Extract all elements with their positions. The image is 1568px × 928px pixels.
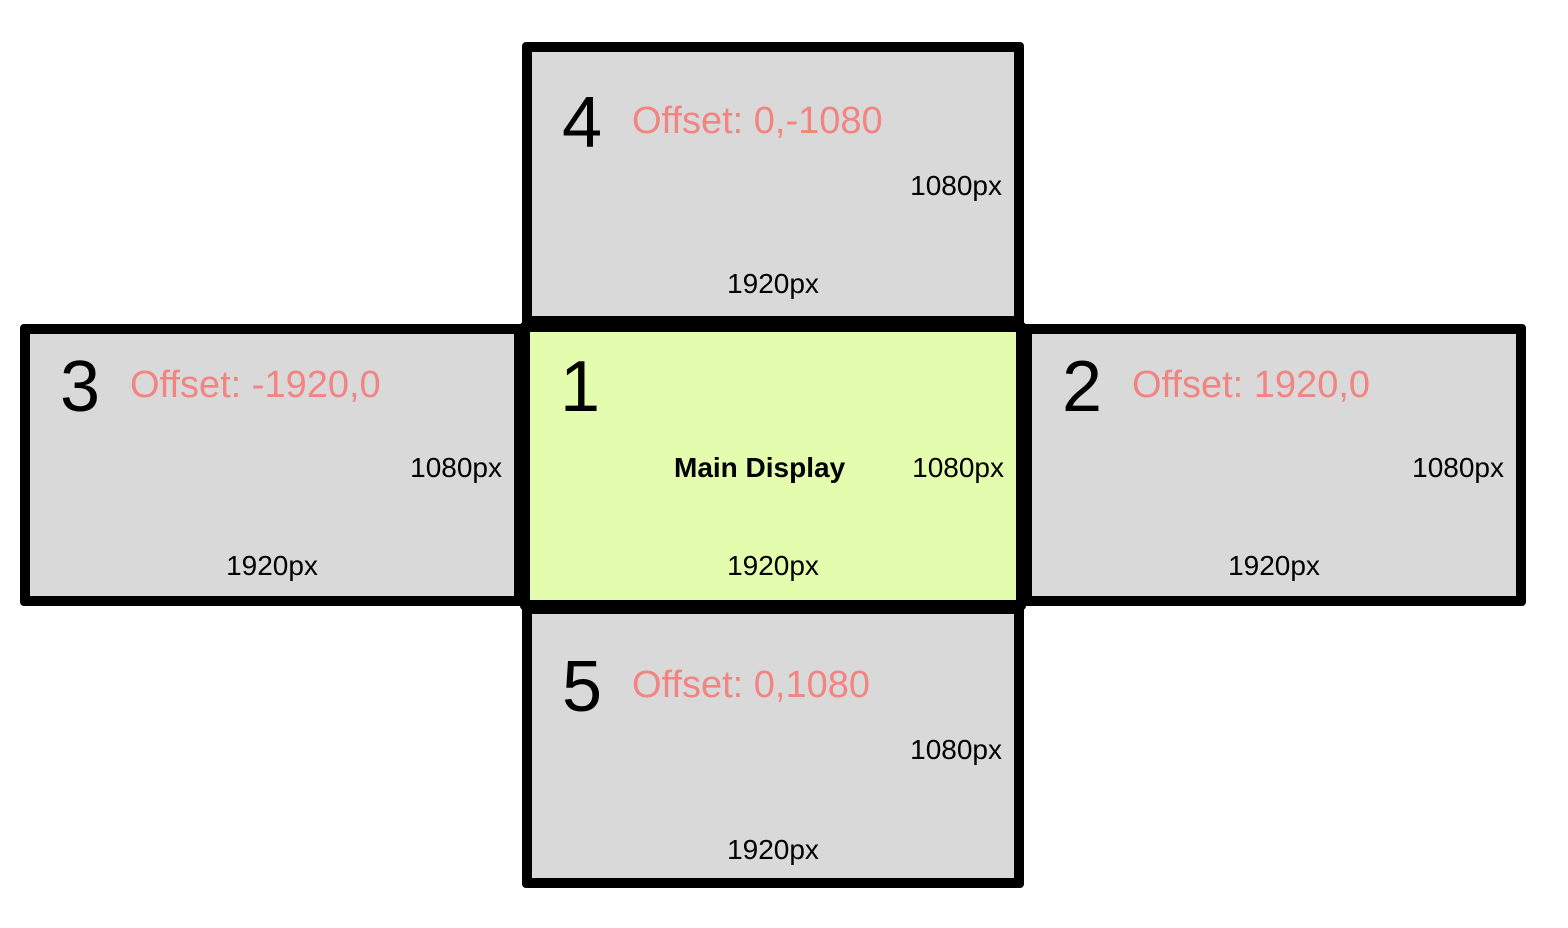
display-width-label: 1920px xyxy=(727,268,819,299)
display-number: 4 xyxy=(562,83,603,163)
display-width-label: 1920px xyxy=(727,550,819,581)
display-height-label: 1080px xyxy=(910,170,1002,201)
display-offset-label: Offset: 0,-1080 xyxy=(632,100,883,142)
display-height-label: 1080px xyxy=(910,734,1002,765)
display-offset-label: Offset: 1920,0 xyxy=(1132,364,1371,406)
display-number: 5 xyxy=(562,647,603,727)
display-width-label: 1920px xyxy=(1228,550,1320,581)
display-1-main: 1 Main Display 1080px 1920px xyxy=(520,322,1026,610)
display-width-label: 1920px xyxy=(226,550,318,581)
display-2: 2 Offset: 1920,0 1080px 1920px xyxy=(1022,324,1526,606)
display-number: 2 xyxy=(1062,347,1103,427)
display-4: 4 Offset: 0,-1080 1080px 1920px xyxy=(522,42,1024,326)
display-5: 5 Offset: 0,1080 1080px 1920px xyxy=(522,604,1024,888)
display-3: 3 Offset: -1920,0 1080px 1920px xyxy=(20,324,524,606)
display-height-label: 1080px xyxy=(410,452,502,483)
display-height-label: 1080px xyxy=(1412,452,1504,483)
display-number: 3 xyxy=(60,347,101,427)
display-height-label: 1080px xyxy=(912,452,1004,483)
main-display-label: Main Display xyxy=(674,452,846,483)
display-number: 1 xyxy=(560,347,601,427)
display-offset-label: Offset: -1920,0 xyxy=(130,364,381,406)
display-width-label: 1920px xyxy=(727,834,819,865)
display-offset-label: Offset: 0,1080 xyxy=(632,664,871,706)
